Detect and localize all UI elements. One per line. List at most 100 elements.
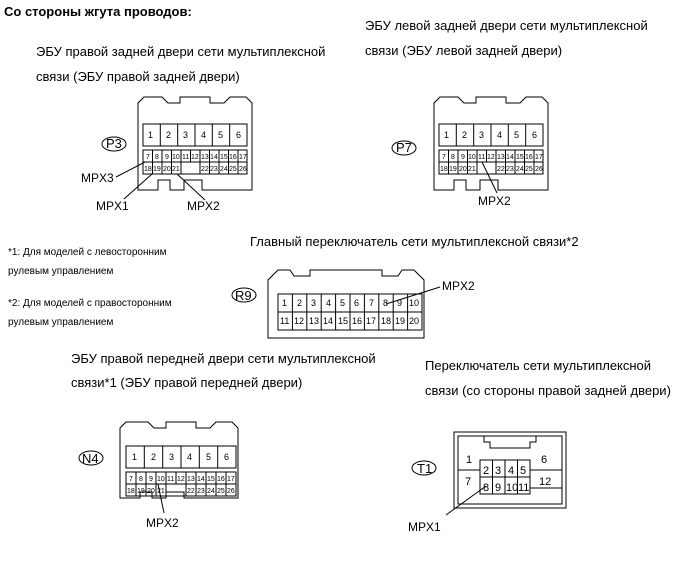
p3-code-badge (101, 136, 127, 152)
p7-pin-6: 6 (532, 130, 537, 140)
t1-pin-11: 11 (518, 482, 529, 494)
n4-pin-16: 16 (217, 476, 225, 483)
p7-pin-7: 7 (442, 154, 446, 161)
p7-pin-11: 11 (478, 154, 485, 161)
n4-title-line2: связи*1 (ЭБУ правой передней двери) (71, 375, 303, 390)
p3-pin-6: 6 (236, 130, 241, 140)
t1-title-line2: связи (со стороны правой задней двери) (425, 383, 671, 398)
connector-n4 (78, 421, 239, 514)
p3-pin-7: 7 (146, 154, 150, 161)
p3-callout-mpx3: MPX3 (81, 171, 114, 185)
n4-pin-6: 6 (224, 452, 229, 462)
p3-pin-3: 3 (183, 130, 188, 140)
t1-pin-9: 9 (495, 482, 501, 494)
r9-pin-13: 13 (309, 316, 319, 326)
p3-pin-12: 12 (191, 154, 199, 161)
note2-line1: *2: Для моделей с правосторонним (8, 298, 172, 309)
page-heading: Со стороны жгута проводов: (4, 4, 192, 19)
p7-pin-9: 9 (461, 154, 465, 161)
n4-pin-9: 9 (149, 476, 153, 483)
n4-pin-4: 4 (187, 452, 192, 462)
t1-code-badge (411, 460, 437, 476)
p3-pin-1: 1 (148, 130, 153, 140)
t1-pin-4: 4 (508, 465, 514, 477)
r9-code-badge (231, 287, 257, 303)
p7-callout-mpx2: MPX2 (478, 194, 511, 208)
p3-pin-14: 14 (210, 154, 218, 161)
n4-code-badge (78, 450, 104, 466)
p3-pin-18: 18 (144, 166, 152, 173)
r9-pin-19: 19 (395, 316, 405, 326)
r9-pin-8: 8 (383, 298, 388, 308)
n4-title-line1: ЭБУ правой передней двери сети мультипле… (71, 351, 376, 366)
p7-pin-10: 10 (468, 154, 476, 161)
r9-pin-3: 3 (311, 298, 316, 308)
p3-pin-17: 17 (239, 154, 247, 161)
p3-pin-24: 24 (220, 166, 228, 173)
n4-pin-22: 22 (187, 488, 195, 495)
t1-pin-2: 2 (483, 465, 489, 477)
p7-pin-25: 25 (525, 166, 533, 173)
t1-pin-8: 8 (483, 482, 489, 494)
p3-pin-15: 15 (220, 154, 228, 161)
r9-pin-1: 1 (282, 298, 287, 308)
p7-pin-19: 19 (449, 166, 457, 173)
n4-pin-23: 23 (197, 488, 205, 495)
connector-r9 (231, 269, 441, 339)
p7-code-badge (391, 140, 417, 156)
p7-pin-20: 20 (459, 166, 467, 173)
p3-pin-23: 23 (210, 166, 218, 173)
p3-code: P3 (106, 136, 122, 151)
p7-pin-3: 3 (479, 130, 484, 140)
note1-line2: рулевым управлением (8, 266, 114, 277)
t1-code: T1 (417, 461, 432, 476)
p3-pin-11: 11 (182, 154, 189, 161)
p7-pin-13: 13 (497, 154, 505, 161)
p3-title-line1: ЭБУ правой задней двери сети мультиплекс… (36, 44, 326, 59)
p7-pin-12: 12 (487, 154, 495, 161)
p3-pin-10: 10 (172, 154, 180, 161)
r9-pin-4: 4 (326, 298, 331, 308)
n4-pin-19: 19 (137, 488, 145, 495)
p3-title-line2: связи (ЭБУ правой задней двери) (36, 69, 240, 84)
p3-pin-25: 25 (229, 166, 237, 173)
n4-pin-17: 17 (227, 476, 235, 483)
n4-pin-11: 11 (167, 476, 174, 483)
p7-pin-15: 15 (516, 154, 524, 161)
p7-pin-16: 16 (525, 154, 533, 161)
connector-p3 (101, 96, 253, 201)
p7-pin-18: 18 (440, 166, 448, 173)
r9-pin-16: 16 (352, 316, 362, 326)
n4-pin-7: 7 (129, 476, 133, 483)
r9-code: R9 (235, 288, 252, 303)
p3-pin-5: 5 (218, 130, 223, 140)
n4-pin-8: 8 (139, 476, 143, 483)
n4-pin-15: 15 (207, 476, 215, 483)
p7-pin-5: 5 (514, 130, 519, 140)
n4-callout-mpx2: MPX2 (146, 516, 179, 530)
p3-pin-26: 26 (239, 166, 247, 173)
n4-pin-5: 5 (206, 452, 211, 462)
p3-pin-22: 22 (201, 166, 209, 173)
p7-pin-2: 2 (462, 130, 467, 140)
r9-pin-17: 17 (366, 316, 376, 326)
r9-pin-7: 7 (369, 298, 374, 308)
p3-callout-mpx2: MPX2 (187, 199, 220, 213)
p3-callout-mpx1: MPX1 (96, 199, 129, 213)
p7-pin-1: 1 (444, 130, 449, 140)
r9-pin-20: 20 (409, 316, 419, 326)
p7-pin-23: 23 (506, 166, 514, 173)
t1-pin-7: 7 (465, 476, 471, 488)
r9-pin-15: 15 (338, 316, 348, 326)
n4-pin-24: 24 (207, 488, 215, 495)
r9-title: Главный переключатель сети мультиплексно… (250, 234, 579, 249)
p7-pin-26: 26 (535, 166, 543, 173)
t1-pin-10: 10 (506, 482, 518, 494)
p3-pin-4: 4 (201, 130, 206, 140)
p3-pin-16: 16 (229, 154, 237, 161)
p7-pin-4: 4 (497, 130, 502, 140)
p7-code: P7 (396, 140, 412, 155)
n4-pin-18: 18 (127, 488, 135, 495)
p7-pin-24: 24 (516, 166, 524, 173)
